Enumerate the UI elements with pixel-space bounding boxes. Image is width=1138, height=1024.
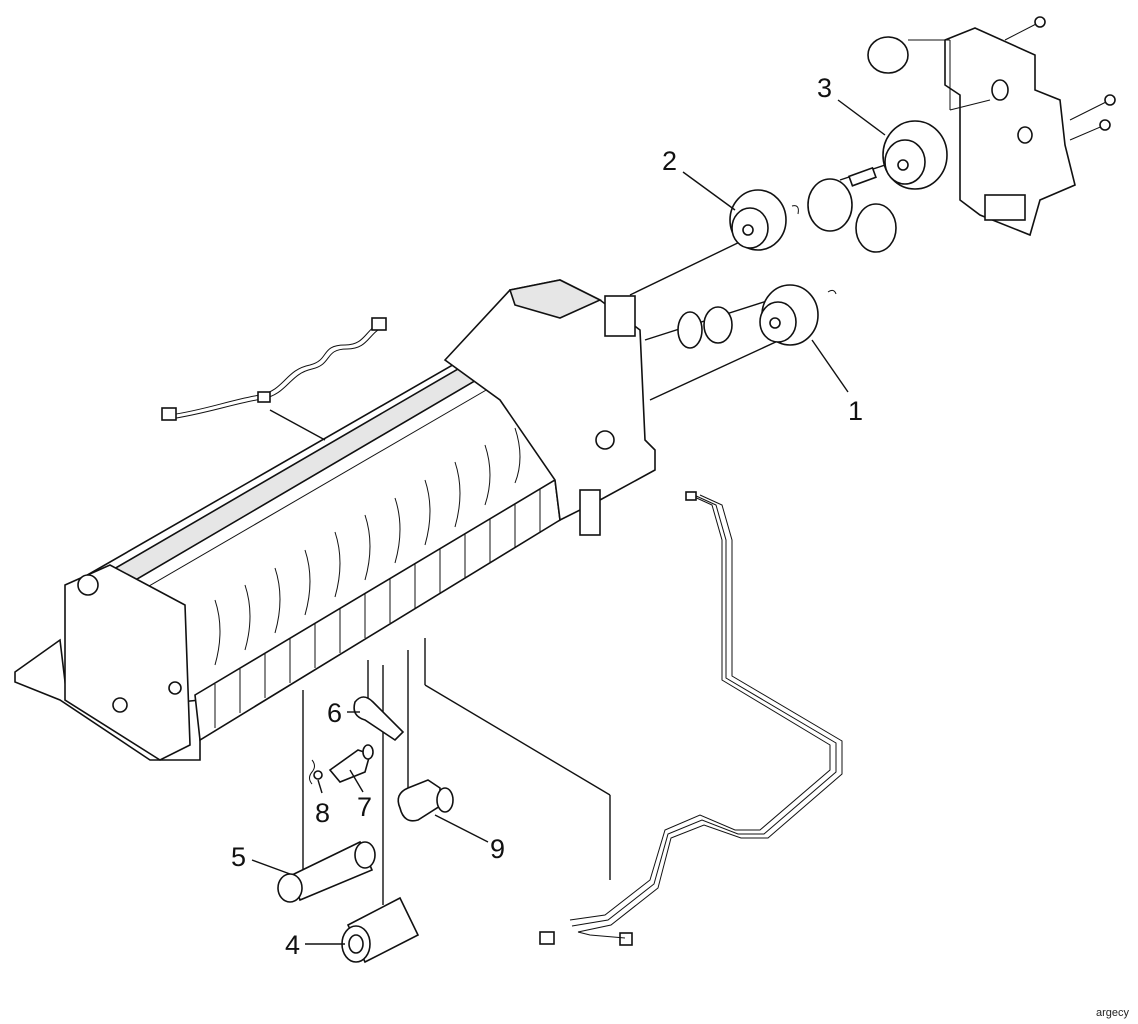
- separation-claws: [214, 427, 521, 666]
- callout-labels: 1 2 3 4 5 6 7 8 9: [231, 73, 863, 960]
- callout-6: 6: [327, 698, 342, 728]
- callout-2: 2: [662, 146, 677, 176]
- callout-3: 3: [817, 73, 832, 103]
- part-6-lever: [353, 696, 405, 742]
- callout-4: 4: [285, 930, 300, 960]
- callout-7: 7: [357, 792, 372, 822]
- callout-5: 5: [231, 842, 246, 872]
- part-1-idler-pair: [677, 306, 733, 349]
- part-1-gear: [759, 284, 837, 346]
- callout-8: 8: [315, 798, 330, 828]
- watermark: argecy: [1096, 1007, 1130, 1019]
- callout-9: 9: [490, 834, 505, 864]
- main-assembly: [14, 279, 656, 761]
- callout-1: 1: [848, 396, 863, 426]
- front-ribs: [214, 489, 541, 728]
- wire-harness-lower: [424, 491, 843, 946]
- callout-leaders: [251, 99, 886, 945]
- part-8-spring: [309, 759, 323, 785]
- part-5-roller: [277, 840, 376, 903]
- wire-harness-upper: [161, 317, 387, 441]
- part-2-gear: [729, 189, 799, 251]
- part-3-gear: [807, 120, 948, 253]
- lower-leaders: [302, 650, 409, 905]
- part-7-arm: [328, 744, 374, 783]
- part-4-roller: [341, 896, 420, 964]
- drive-bracket: [867, 16, 1116, 237]
- part-9-cam: [397, 779, 454, 822]
